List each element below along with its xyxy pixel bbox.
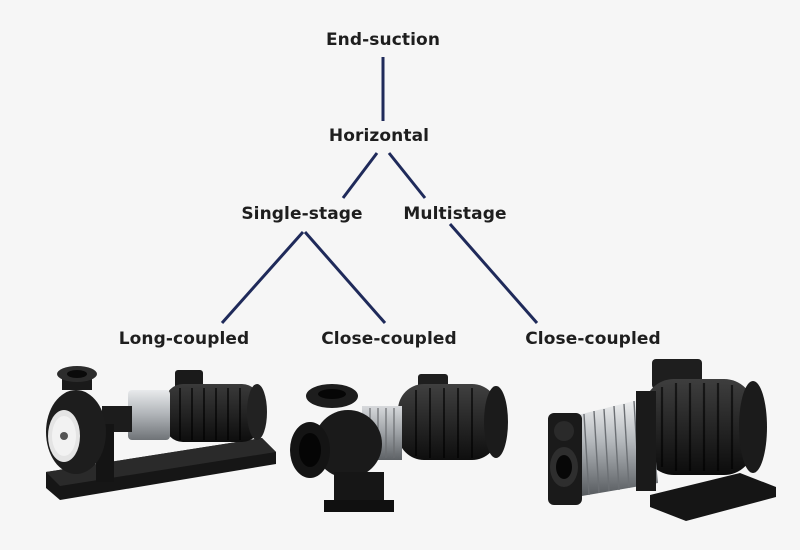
connector-single-stage-long-coupled [220,231,305,324]
close-coupled-multistage-pump-image [548,359,776,521]
node-multistage: Multistage [403,204,507,224]
node-end-suction: End-suction [325,30,441,50]
connector-multistage-close-coupled [448,223,539,324]
connector-horizontal-single-stage [341,152,379,199]
close-coupled-single-stage-pump-image [290,374,508,512]
node-horizontal: Horizontal [328,126,430,146]
connector-horizontal-multistage [387,152,427,199]
node-close-coupled-single: Close-coupled [321,329,457,349]
node-single-stage: Single-stage [241,204,363,224]
connector-single-stage-close-coupled [303,231,387,324]
node-long-coupled: Long-coupled [118,329,250,349]
long-coupled-pump-image [46,366,276,500]
node-close-coupled-multi: Close-coupled [525,329,661,349]
